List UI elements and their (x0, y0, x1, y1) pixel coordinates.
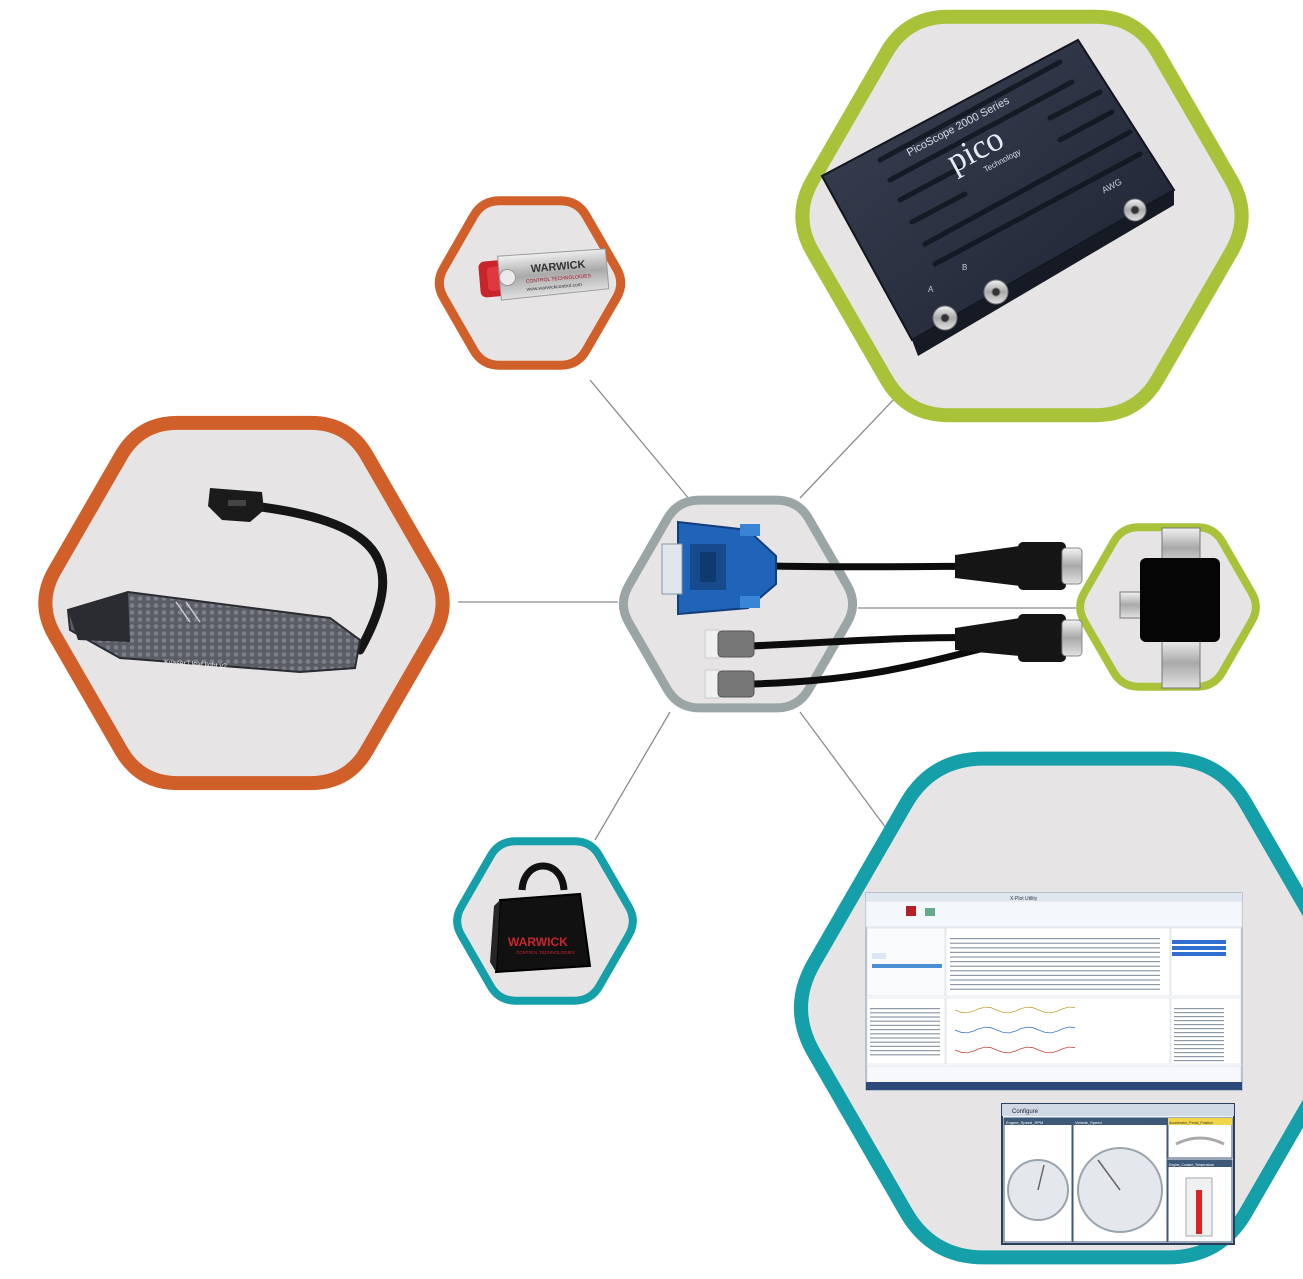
hex-kvaser (38, 415, 450, 791)
dsub-cable-icon (661, 520, 1083, 699)
placeholder-row (950, 974, 1160, 976)
placeholder-row (1174, 1024, 1224, 1026)
placeholder-row (870, 1012, 940, 1014)
software-title-text: X-Plot Utility (1010, 896, 1038, 902)
kvaser-brand-text: Kvaser | leaf light v2 (164, 659, 227, 670)
property-rows (1174, 1008, 1224, 1062)
placeholder-row (1174, 1056, 1224, 1058)
placeholder-row (950, 947, 1160, 949)
scope-ch-b-text: B (962, 263, 967, 272)
placeholder-row (870, 1033, 940, 1035)
carry-bag-icon: WARWICK CONTROL TECHNOLOGIES (490, 862, 592, 974)
graph-trace (954, 1006, 1076, 1014)
placeholder-row (950, 988, 1160, 990)
placeholder-row (870, 1008, 940, 1010)
usb-flash-drive-icon: WARWICK CONTROL TECHNOLOGIES www.warwick… (478, 248, 610, 301)
bag-brand-text: WARWICK (508, 935, 568, 949)
dash-panel4-text: Engine_Coolant_Temperature (1169, 1163, 1214, 1167)
placeholder-row (1174, 1052, 1224, 1054)
trace-table-rows (950, 938, 1160, 990)
placeholder-row (1174, 1028, 1224, 1030)
connector-line (799, 711, 887, 829)
placeholder-row (1174, 1012, 1224, 1014)
placeholder-row (1174, 1020, 1224, 1022)
usb-brand-text: WARWICK (530, 259, 586, 276)
placeholder-row (870, 1024, 940, 1026)
placeholder-row (870, 1054, 940, 1056)
placeholder-row (1174, 1032, 1224, 1034)
placeholder-row (1174, 1016, 1224, 1018)
connector-line (589, 379, 691, 501)
placeholder-row (950, 979, 1160, 981)
scope-ch-a-text: A (928, 285, 934, 294)
connector-line (594, 711, 671, 841)
graph-trace (954, 1026, 1076, 1034)
placeholder-row (1174, 1040, 1224, 1042)
placeholder-row (870, 1029, 940, 1031)
placeholder-row (870, 1037, 940, 1039)
placeholder-row (950, 942, 1160, 944)
placeholder-row (870, 1050, 940, 1052)
bnc-connectors (932, 198, 1147, 331)
oscilloscope-icon: PicoScope 2000 Series pico Technology AW… (820, 38, 1176, 356)
dash-panel2-text: Vehicle_Speed (1075, 1120, 1102, 1125)
placeholder-row (1174, 1008, 1224, 1010)
placeholder-row (950, 956, 1160, 958)
placeholder-row (950, 951, 1160, 953)
placeholder-row (950, 965, 1160, 967)
placeholder-row (870, 1016, 940, 1018)
breakout-module-icon (1119, 527, 1220, 689)
software-screenshot-icon: X-Plot Utility (865, 892, 1243, 1091)
placeholder-row (1174, 1036, 1224, 1038)
dashboard-title-text: Configure (1012, 1109, 1039, 1115)
connector-lines (458, 379, 1080, 841)
placeholder-row (1174, 1044, 1224, 1046)
placeholder-row (950, 938, 1160, 940)
signal-rows (870, 1008, 940, 1056)
placeholder-row (870, 1041, 940, 1043)
dash-panel1-text: Engine_Speed_RPM (1006, 1120, 1043, 1125)
graph-trace (954, 1046, 1076, 1054)
usb-url-text: www.warwickcontrol.com (526, 282, 582, 293)
signal-graphs (954, 1006, 1076, 1054)
placeholder-row (1174, 1048, 1224, 1050)
connector-line (799, 397, 896, 499)
can-interface-icon: Kvaser | leaf light v2 (66, 488, 388, 674)
bag-sub-text: CONTROL TECHNOLOGIES (516, 950, 575, 955)
dashboard-gauges-icon: Configure Engine_Speed_RPM Vehicle_Speed… (1001, 1103, 1235, 1245)
placeholder-row (870, 1045, 940, 1047)
placeholder-row (1174, 1060, 1224, 1062)
placeholder-row (950, 970, 1160, 972)
dash-panel3-text: Accelerator_Pedal_Position (1169, 1121, 1213, 1125)
placeholder-row (950, 961, 1160, 963)
placeholder-row (870, 1020, 940, 1022)
placeholder-row (950, 984, 1160, 986)
usb-sub-text: CONTROL TECHNOLOGIES (526, 273, 592, 285)
